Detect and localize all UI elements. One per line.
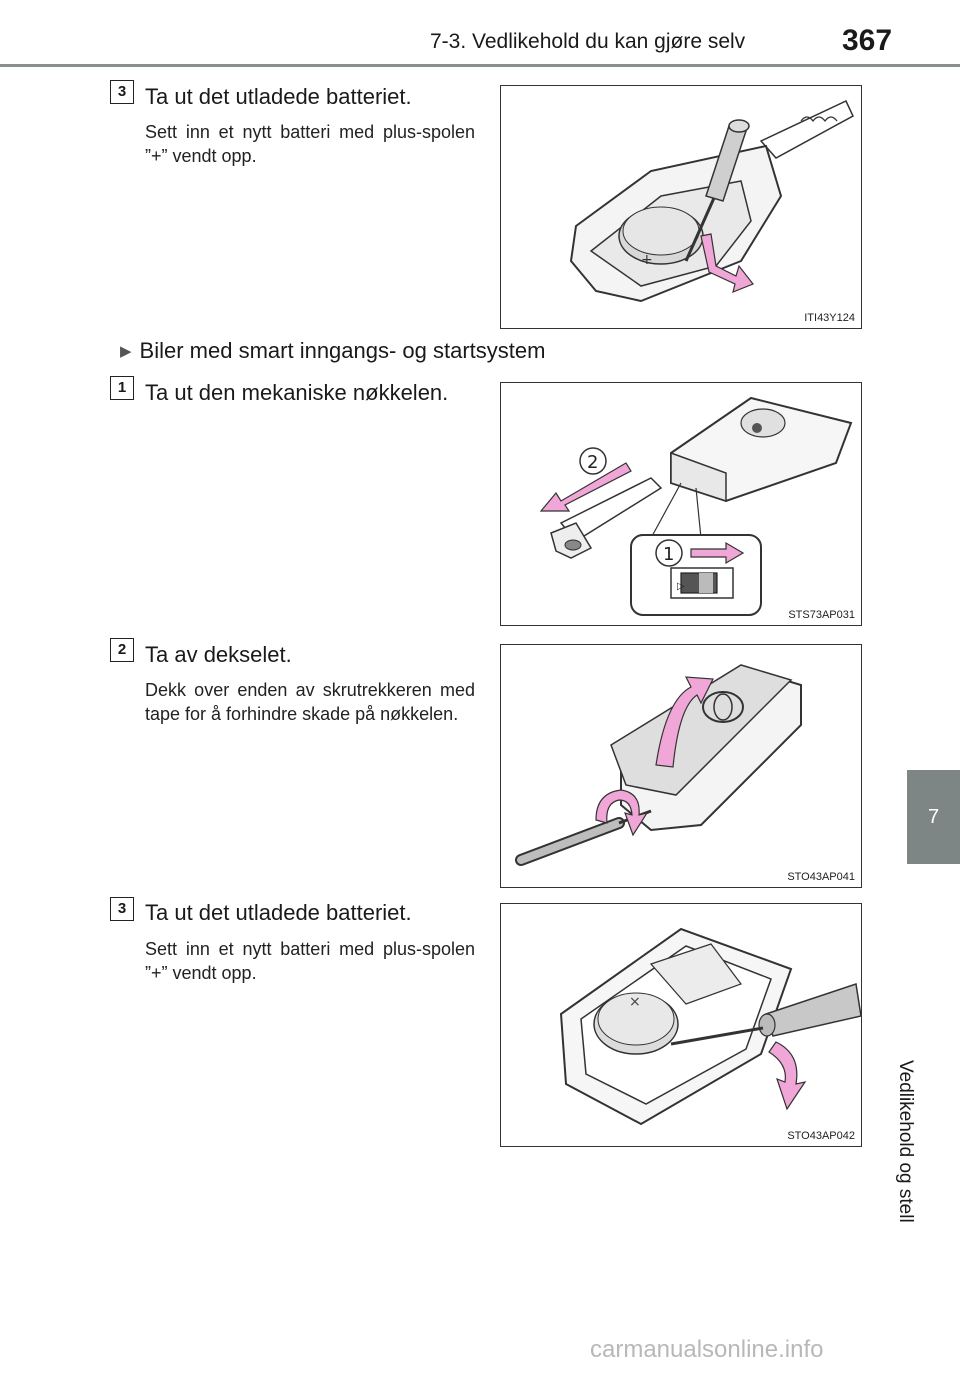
step-description: Sett inn et nytt batteri med plus-spolen… — [145, 939, 475, 983]
step-number-badge: 3 — [110, 897, 134, 921]
callout-2: 2 — [587, 452, 598, 473]
figure-remove-cover: STO43AP041 — [500, 644, 862, 888]
chapter-number: 7 — [927, 805, 940, 828]
step-description: Sett inn et nytt batteri med plus-spolen… — [145, 122, 475, 166]
chapter-label: Vedlikehold og stell — [895, 1060, 916, 1223]
step-number-badge: 3 — [110, 80, 134, 104]
section-title: 7-3. Vedlikehold du kan gjøre selv — [430, 30, 746, 53]
figure-battery-removal-2: × STO43AP042 — [500, 903, 862, 1147]
step-title: Ta ut den mekaniske nøkkelen. — [145, 380, 449, 405]
step-number-badge: 1 — [110, 376, 134, 400]
bullet-text: Biler med smart inngangs- og startsystem — [139, 338, 546, 363]
smart-key-illustration: 2 ▷ 1 — [539, 396, 853, 616]
watermark: carmanualsonline.info — [590, 1336, 824, 1363]
step-description: Dekk over enden av skrutrekkeren med tap… — [145, 680, 475, 724]
cover-removal-illustration — [515, 664, 802, 866]
figure-battery-removal-1: + ITI43Y124 — [500, 85, 862, 329]
svg-text:×: × — [629, 994, 641, 1010]
svg-text:+: + — [641, 252, 653, 268]
step-title: Ta ut det utladede batteriet. — [145, 84, 412, 109]
figure-code: STO43AP041 — [787, 871, 855, 883]
figure-mechanical-key: 2 ▷ 1 STS73AP031 — [500, 382, 862, 626]
figure-code: ITI43Y124 — [804, 312, 855, 324]
callout-1: 1 — [663, 544, 674, 565]
step-number-badge: 2 — [110, 638, 134, 662]
key-battery-illustration: + — [569, 100, 854, 303]
figure-code: STO43AP042 — [787, 1130, 855, 1142]
page-number: 367 — [842, 24, 893, 57]
section-bullet: ▶ Biler med smart inngangs- og startsyste… — [120, 338, 545, 364]
chapter-tab[interactable]: 7 — [907, 770, 960, 864]
figure-code: STS73AP031 — [788, 609, 855, 621]
step-title: Ta av dekselet. — [145, 642, 292, 667]
triangle-bullet-icon: ▶ — [120, 343, 132, 360]
battery-removal-illustration: × — [559, 927, 861, 1126]
step-title: Ta ut det utladede batteriet. — [145, 900, 412, 925]
header-rule — [0, 64, 960, 67]
svg-text:▷: ▷ — [677, 581, 685, 592]
